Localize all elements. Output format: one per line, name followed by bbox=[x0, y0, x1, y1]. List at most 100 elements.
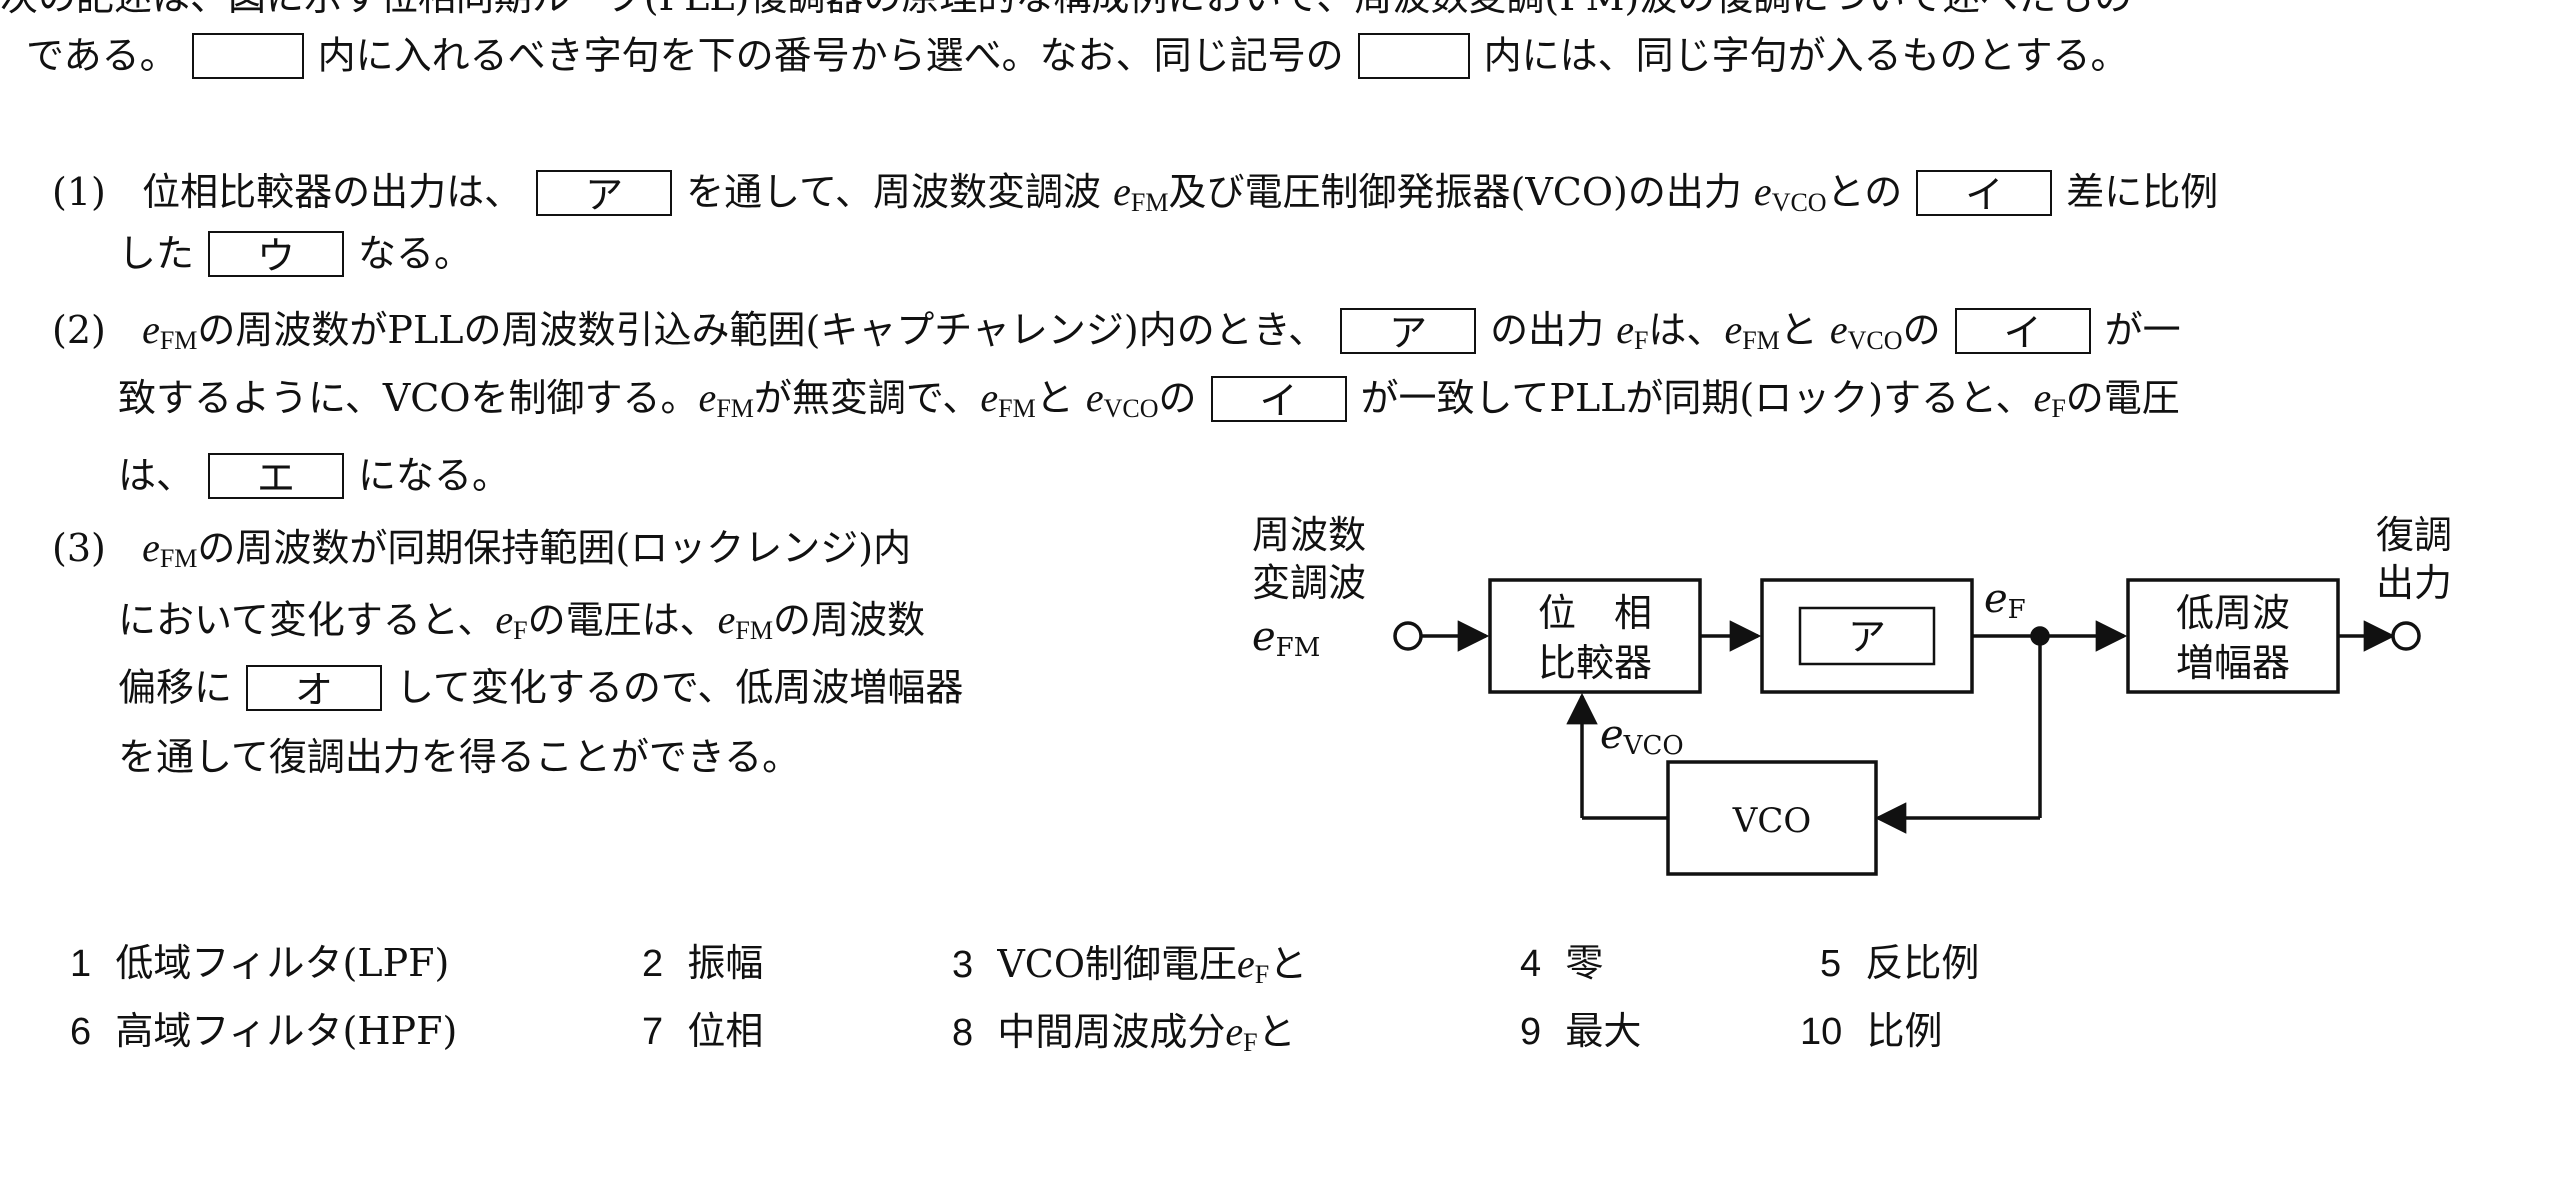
choice-text: 位相 bbox=[687, 1009, 764, 1053]
item-text: になる。 bbox=[358, 453, 511, 498]
output-terminal bbox=[2391, 621, 2421, 651]
blank-i: イ bbox=[1916, 169, 2053, 217]
var-e-f: eF bbox=[2033, 375, 2066, 423]
item-2-line-3: は、エになる。 bbox=[118, 453, 511, 502]
intro-text-2a: である。 bbox=[26, 33, 178, 78]
blank-i: イ bbox=[1954, 307, 2091, 355]
var-e-f: eF bbox=[1225, 1009, 1258, 1057]
var-e-fm: eFM bbox=[980, 375, 1036, 423]
choice-item: 7 位相 bbox=[642, 1012, 763, 1051]
filter-label: ア bbox=[1848, 615, 1886, 659]
item-3-line-4: を通して復調出力を得ることができる。 bbox=[118, 738, 800, 776]
var-e-f: eF bbox=[495, 597, 528, 645]
output-label-line2: 出力 bbox=[2376, 561, 2452, 605]
item-number: (1) bbox=[52, 170, 106, 214]
choice-item: 6 高域フィルタ(HPF) bbox=[70, 1012, 457, 1051]
var-e-fm: eFM bbox=[698, 375, 754, 423]
item-2-line-1: (2) eFMの周波数がPLLの周波数引込み範囲(キャプチャレンジ)内のとき、ア… bbox=[52, 307, 2181, 357]
choice-number: 6 bbox=[70, 1011, 92, 1053]
filter-inner-box bbox=[1798, 606, 1936, 666]
vco-block bbox=[1666, 760, 1878, 876]
item-text: した bbox=[118, 231, 195, 276]
lf-amp-line1: 低周波 bbox=[2176, 591, 2290, 635]
blank-box bbox=[1357, 33, 1470, 79]
item-text: が一 bbox=[2104, 308, 2181, 352]
intro-line-1: 次の記述は、図に示す位相同期ループ(PLL)復調器の原理的な構成例において、周波… bbox=[0, 0, 2132, 16]
choice-number: 9 bbox=[1520, 1011, 1542, 1053]
item-text: は、 bbox=[1648, 308, 1725, 352]
blank-e: エ bbox=[208, 453, 345, 500]
intro-line-2: である。内に入れるべき字句を下の番号から選べ。なお、同じ記号の内には、同じ字句が… bbox=[26, 33, 2129, 82]
input-var-e-fm: eFM bbox=[1252, 614, 1320, 663]
choice-text: 反比例 bbox=[1865, 941, 1980, 985]
item-text: の出力 bbox=[1490, 308, 1605, 352]
ef-var-label: eF bbox=[1984, 576, 2026, 625]
item-text: 及び電圧制御発振器(VCO)の出力 bbox=[1168, 170, 1742, 214]
item-text: 偏移に bbox=[118, 665, 233, 710]
item-text: を通して復調出力を得ることができる。 bbox=[118, 735, 801, 779]
item-text: 差に比例 bbox=[2066, 170, 2219, 214]
evco-var-label: eVCO bbox=[1600, 712, 1684, 761]
choice-text: 最大 bbox=[1565, 1009, 1642, 1053]
item-number: (3) bbox=[52, 526, 106, 570]
output-label-line1: 復調 bbox=[2376, 513, 2452, 557]
input-terminal bbox=[1393, 621, 1423, 651]
blank-a: ア bbox=[536, 169, 673, 217]
item-text: の bbox=[1158, 376, 1197, 420]
item-text: は、 bbox=[118, 453, 195, 498]
var-e-fm: eFM bbox=[1724, 307, 1780, 355]
vco-label: VCO bbox=[1732, 801, 1811, 841]
phase-comparator-line2: 比較器 bbox=[1538, 641, 1652, 685]
item-text: との bbox=[1826, 170, 1903, 214]
choice-item: 4 零 bbox=[1520, 944, 1603, 983]
item-3-line-2: において変化すると、eFの電圧は、eFMの周波数 bbox=[118, 600, 925, 644]
phase-comparator-line1: 位 相 bbox=[1538, 591, 1652, 635]
input-label-line2: 変調波 bbox=[1252, 561, 1366, 605]
item-text: の電圧 bbox=[2065, 376, 2180, 420]
intro-text-1: 次の記述は、図に示す位相同期ループ(PLL)復調器の原理的な構成例において、周波… bbox=[0, 0, 2132, 19]
choice-item: 9 最大 bbox=[1520, 1012, 1641, 1051]
intro-text-2c: 内には、同じ字句が入るものとする。 bbox=[1483, 33, 2129, 78]
item-3-line-3: 偏移にオして変化するので、低周波増幅器 bbox=[118, 665, 963, 714]
input-label-line1: 周波数 bbox=[1252, 513, 1366, 557]
var-e-vco: eVCO bbox=[1829, 307, 1903, 355]
item-text: 致するように、VCOを制御する。 bbox=[118, 376, 699, 420]
var-e-fm: eFM bbox=[142, 307, 198, 355]
choice-item: 2 振幅 bbox=[642, 944, 763, 983]
item-text: なる。 bbox=[358, 231, 473, 276]
item-text: の周波数がPLLの周波数引込み範囲(キャプチャレンジ)内のとき、 bbox=[197, 308, 1327, 352]
choice-text: 高域フィルタ(HPF) bbox=[115, 1009, 458, 1053]
item-text: 位相比較器の出力は、 bbox=[142, 170, 523, 214]
var-e-fm: eFM bbox=[717, 597, 773, 645]
var-e-vco: eVCO bbox=[1753, 169, 1827, 217]
item-text: の bbox=[1902, 308, 1941, 352]
item-text: の電圧は、 bbox=[527, 598, 718, 642]
item-text: の周波数が同期保持範囲(ロックレンジ)内 bbox=[197, 526, 912, 570]
choice-text: 比例 bbox=[1866, 1009, 1943, 1053]
item-text: と bbox=[1779, 308, 1818, 352]
choice-number: 5 bbox=[1820, 943, 1842, 985]
item-text: と bbox=[1035, 376, 1074, 420]
blank-box bbox=[191, 33, 304, 79]
item-1-line-2: したウなる。 bbox=[118, 231, 473, 280]
choice-item: 1 低域フィルタ(LPF) bbox=[70, 944, 449, 983]
choice-number: 8 bbox=[952, 1012, 974, 1054]
choice-number: 7 bbox=[642, 1011, 664, 1053]
choice-item: 10 比例 bbox=[1800, 1012, 1942, 1051]
item-text: を通して、周波数変調波 bbox=[686, 170, 1102, 214]
var-e-vco: eVCO bbox=[1085, 375, 1159, 423]
choice-number: 1 bbox=[70, 943, 92, 985]
choice-item: 5 反比例 bbox=[1820, 944, 1979, 983]
choice-number: 4 bbox=[1520, 943, 1542, 985]
item-1-line-1: (1) 位相比較器の出力は、アを通して、周波数変調波 eFM及び電圧制御発振器(… bbox=[52, 169, 2219, 219]
choice-text: VCO制御電圧 bbox=[997, 942, 1237, 986]
var-e-f: eF bbox=[1236, 941, 1270, 989]
choice-item: 8 中間周波成分eFと bbox=[952, 1009, 1296, 1057]
var-e-fm: eFM bbox=[1113, 169, 1169, 217]
lf-amp-line2: 増幅器 bbox=[2176, 641, 2290, 685]
choice-number: 10 bbox=[1800, 1011, 1843, 1053]
item-text: が一致してPLLが同期(ロック)すると、 bbox=[1360, 376, 2034, 420]
var-e-f: eF bbox=[1616, 307, 1649, 355]
blank-u: ウ bbox=[208, 231, 345, 278]
